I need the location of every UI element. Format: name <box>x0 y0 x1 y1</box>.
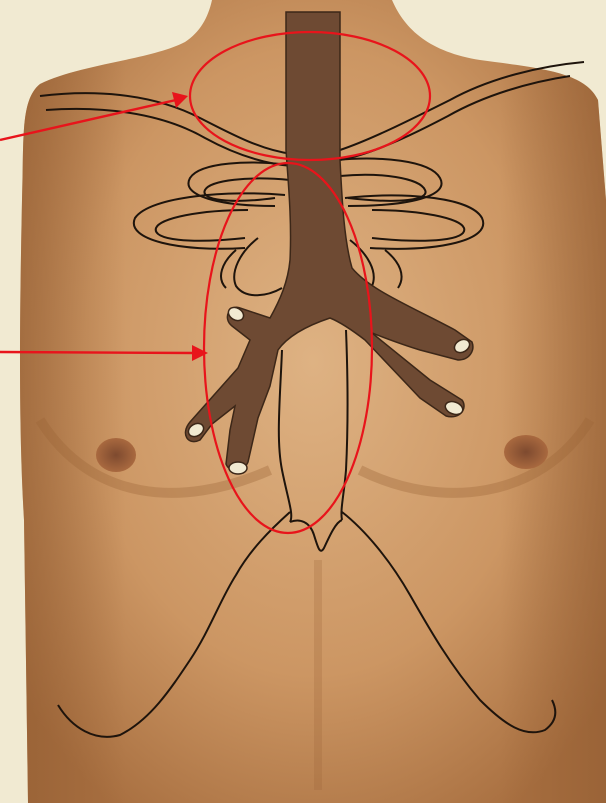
right-nipple <box>504 435 548 469</box>
left-nipple <box>96 438 136 472</box>
